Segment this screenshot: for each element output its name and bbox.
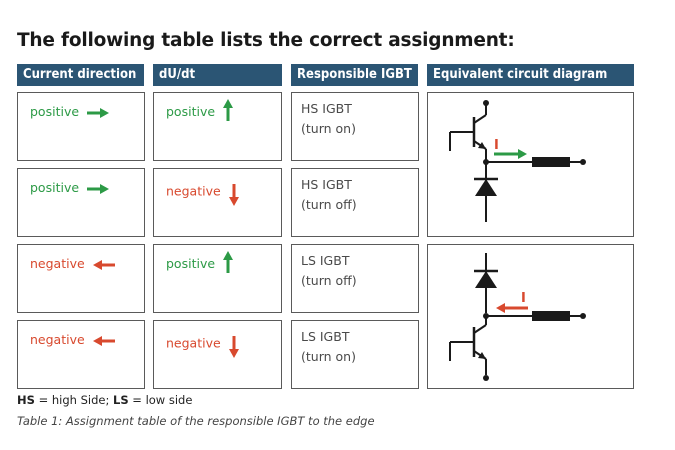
cell-current-row-4: negative (17, 320, 145, 389)
dudt-label: positive (166, 104, 216, 119)
igbt-action: (turn off) (301, 273, 357, 288)
igbt-action: (turn on) (301, 121, 356, 136)
arrow-down-icon (228, 184, 239, 206)
arrow-left-icon (92, 259, 115, 270)
table-caption: Table 1: Assignment table of the respons… (17, 414, 375, 428)
col-header-current-direction: Current direction (17, 64, 144, 86)
igbt-action: (turn off) (301, 197, 357, 212)
col-header-circuit-diagram: Equivalent circuit diagram (427, 64, 634, 86)
hs-text: = high Side; (34, 393, 113, 407)
cell-current-row-2: positive (17, 168, 145, 237)
ls-abbr: LS (113, 393, 129, 407)
arrow-up-icon (223, 98, 234, 121)
arrow-down-icon (228, 336, 239, 358)
svg-text:I: I (521, 291, 526, 306)
cell-dudt-row-1: positive (153, 92, 282, 161)
dudt-label: negative (166, 183, 221, 199)
current-label: positive (30, 104, 80, 119)
igbt-action: (turn on) (301, 349, 356, 364)
cell-igbt-row-4: LS IGBT (turn on) (291, 320, 419, 389)
col-header-responsible-igbt: Responsible IGBT (291, 64, 418, 86)
cell-current-row-1: positive (17, 92, 145, 161)
dudt-label: positive (166, 256, 216, 271)
arrow-right-icon (87, 107, 110, 118)
hs-circuit-svg: I (449, 100, 586, 222)
cell-dudt-row-4: negative (153, 320, 282, 389)
ls-circuit-svg: I (449, 253, 586, 381)
igbt-name: HS IGBT (301, 177, 352, 192)
dudt-label: negative (166, 335, 221, 351)
arrow-right-icon (87, 183, 110, 194)
circuit-diagram-hs: I (427, 92, 634, 237)
igbt-name: HS IGBT (301, 101, 352, 116)
arrow-up-icon (223, 250, 234, 273)
cell-igbt-row-3: LS IGBT (turn off) (291, 244, 419, 313)
footnote: HS = high Side; LS = low side (17, 393, 192, 407)
col-header-dudt: dU/dt (153, 64, 282, 86)
cell-dudt-row-2: negative (153, 168, 282, 237)
ls-text: = low side (128, 393, 193, 407)
arrow-left-icon (92, 335, 115, 346)
current-label: negative (30, 256, 85, 271)
cell-igbt-row-1: HS IGBT (turn on) (291, 92, 419, 161)
hs-abbr: HS (17, 393, 35, 407)
page-title: The following table lists the correct as… (17, 30, 515, 51)
current-label: positive (30, 180, 80, 195)
svg-text:I: I (494, 138, 499, 153)
cell-igbt-row-2: HS IGBT (turn off) (291, 168, 419, 237)
cell-current-row-3: negative (17, 244, 145, 313)
current-label: negative (30, 332, 85, 347)
igbt-name: LS IGBT (301, 253, 350, 268)
circuit-diagram-ls: I (427, 244, 634, 389)
igbt-name: LS IGBT (301, 329, 350, 344)
cell-dudt-row-3: positive (153, 244, 282, 313)
